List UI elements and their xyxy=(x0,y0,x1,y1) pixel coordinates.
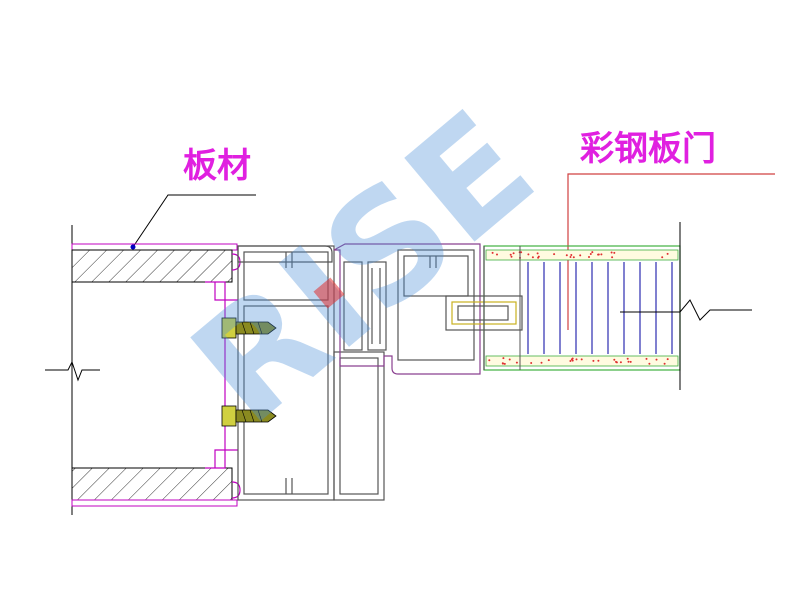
panel-label: 板材 xyxy=(183,146,251,186)
foam-dot xyxy=(629,360,632,363)
foam-dot xyxy=(512,252,515,255)
foam-dot xyxy=(613,358,616,361)
foam-dot xyxy=(626,357,629,360)
foam-dot xyxy=(645,357,648,360)
foam-dot xyxy=(488,359,491,362)
foam-dot xyxy=(579,254,582,257)
foam-dot xyxy=(565,254,568,257)
foam-dot xyxy=(508,358,511,361)
foam-dot xyxy=(666,358,669,361)
foam-dot xyxy=(588,256,590,258)
right-wall xyxy=(620,222,752,390)
foam-dot xyxy=(547,359,550,362)
foam-dot xyxy=(597,253,600,256)
foam-dot xyxy=(531,256,534,259)
foam-dot xyxy=(540,361,543,364)
foam-dot xyxy=(571,359,574,362)
foam-dot xyxy=(610,251,613,254)
foam-dot xyxy=(570,254,573,256)
foam-dot xyxy=(627,360,630,363)
panel-leader-line xyxy=(132,194,256,248)
foam-dot xyxy=(580,358,583,361)
foam-dot xyxy=(655,358,658,361)
foam-dot xyxy=(597,359,600,362)
frame-profile xyxy=(237,245,385,501)
foam-dot xyxy=(648,362,651,365)
foam-dot xyxy=(592,359,595,362)
panel-leader-dot xyxy=(130,244,136,250)
foam-dot xyxy=(589,253,592,255)
foam-dot xyxy=(536,252,539,255)
sash-profile xyxy=(333,243,481,375)
foam-dot xyxy=(663,362,666,365)
foam-dot xyxy=(527,253,530,256)
foam-dot xyxy=(661,256,664,259)
wall-panel xyxy=(45,225,238,515)
foam-dot xyxy=(502,362,504,365)
break-line-icon xyxy=(45,360,100,382)
door-core-lines xyxy=(527,262,673,354)
foam-dot xyxy=(615,361,618,364)
foam-dot xyxy=(491,251,494,254)
steel-door-panel xyxy=(483,245,681,371)
foam-dot xyxy=(502,357,505,360)
foam-dot xyxy=(537,256,540,259)
foam-dot xyxy=(503,362,506,365)
foam-dot xyxy=(613,251,616,254)
door-label: 彩钢板门 xyxy=(580,129,716,169)
foam-dot xyxy=(496,253,498,256)
foam-dot xyxy=(569,360,572,362)
foam-dot xyxy=(553,253,556,256)
watermark-accent xyxy=(313,277,345,309)
door-leader-line xyxy=(567,173,775,330)
foam-dot xyxy=(572,256,575,259)
seal-strips xyxy=(205,253,241,499)
foam-dot xyxy=(591,251,594,254)
foam-dot xyxy=(569,256,572,258)
foam-dot xyxy=(600,253,603,256)
break-line-icon xyxy=(620,299,752,321)
foam-dot xyxy=(510,255,513,258)
foam-dot xyxy=(571,357,574,360)
door-foam-dots xyxy=(488,251,669,365)
foam-dot xyxy=(619,361,622,364)
foam-dot xyxy=(509,253,512,256)
foam-dot xyxy=(575,358,578,361)
foam-dot xyxy=(666,252,669,255)
foam-dot xyxy=(515,361,518,364)
foam-dot xyxy=(530,362,533,364)
foam-dot xyxy=(611,256,614,259)
screw-icon xyxy=(221,405,277,427)
screw-icon xyxy=(221,317,277,339)
